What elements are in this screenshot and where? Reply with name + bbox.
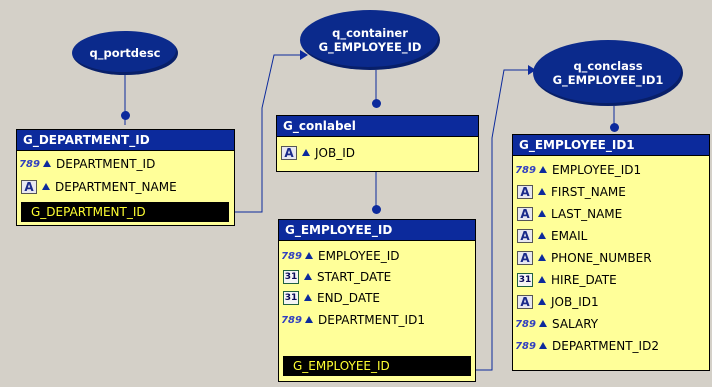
column-label: SALARY [552,317,599,331]
summary-column[interactable]: G_DEPARTMENT_ID [21,202,229,222]
group-conlabel-title: G_conlabel [277,116,478,137]
sort-ascending-icon [305,251,313,259]
numeric-icon: 789 [515,340,536,352]
column-label: DEPARTMENT_ID2 [552,339,659,353]
column-label: EMPLOYEE_ID1 [552,163,642,177]
character-icon: A [517,251,533,265]
column-row[interactable]: 789 DEPARTMENT_ID2 [515,337,659,355]
sort-ascending-icon [304,272,312,280]
column-row[interactable]: 789 EMPLOYEE_ID [281,247,400,265]
column-row[interactable]: A PHONE_NUMBER [517,249,652,267]
link-arrowhead-icon [528,65,536,75]
numeric-icon: 789 [515,318,536,330]
column-row[interactable]: 31 START_DATE [283,268,391,286]
group-department-title: G_DEPARTMENT_ID [17,130,234,151]
column-label: FIRST_NAME [551,185,626,199]
sort-ascending-icon [538,275,546,283]
date-icon: 31 [283,270,299,284]
group-employee1-title: G_EMPLOYEE_ID1 [513,135,709,156]
date-icon: 31 [283,291,299,305]
sort-ascending-icon [538,297,546,305]
numeric-icon: 789 [19,158,40,170]
connector-pin [372,99,381,108]
group-department[interactable]: G_DEPARTMENT_ID 789 DEPARTMENT_ID A DEPA… [16,129,235,226]
character-icon: A [517,185,533,199]
column-row[interactable]: 31 END_DATE [283,289,380,307]
column-label: JOB_ID1 [551,295,599,309]
date-icon: 31 [517,273,533,287]
column-row[interactable]: 789 EMPLOYEE_ID1 [515,161,642,179]
column-row[interactable]: A FIRST_NAME [517,183,626,201]
group-employee-title: G_EMPLOYEE_ID [279,220,475,241]
query-conclass-name: q_conclass [573,59,643,73]
connector-pin [372,205,381,214]
column-label: LAST_NAME [551,207,623,221]
sort-ascending-icon [538,209,546,217]
group-conlabel[interactable]: G_conlabel A JOB_ID [276,115,479,172]
link-arrowhead-icon [300,50,308,60]
column-row[interactable]: 789 DEPARTMENT_ID1 [281,311,425,329]
column-row[interactable]: 31 HIRE_DATE [517,271,617,289]
column-row[interactable]: A EMAIL [517,227,587,245]
sort-ascending-icon [539,319,547,327]
column-row[interactable]: 789 DEPARTMENT_ID [19,155,156,173]
summary-column[interactable]: G_EMPLOYEE_ID [283,356,471,376]
query-container[interactable]: q_container G_EMPLOYEE_ID [300,10,440,70]
column-row[interactable]: A JOB_ID [281,144,355,162]
column-label: EMPLOYEE_ID [318,249,400,263]
numeric-icon: 789 [281,314,302,326]
connector-pin [610,123,619,132]
sort-ascending-icon [304,293,312,301]
sort-ascending-icon [42,182,50,190]
column-label: HIRE_DATE [551,273,617,287]
sort-ascending-icon [539,165,547,173]
character-icon: A [21,180,37,194]
column-label: DEPARTMENT_NAME [55,180,177,194]
column-row[interactable]: A JOB_ID1 [517,293,599,311]
link-department-container [232,54,300,213]
numeric-icon: 789 [515,164,536,176]
column-label: PHONE_NUMBER [551,251,652,265]
column-label: EMAIL [551,229,588,243]
column-row[interactable]: A LAST_NAME [517,205,622,223]
character-icon: A [517,207,533,221]
character-icon: A [517,295,533,309]
sort-ascending-icon [538,187,546,195]
column-label: END_DATE [317,291,381,305]
numeric-icon: 789 [281,250,302,262]
group-employee1[interactable]: G_EMPLOYEE_ID1 789 EMPLOYEE_ID1 A FIRST_… [512,134,710,371]
connector-pin [121,111,130,120]
link-employee-conclass [475,69,528,371]
column-label: DEPARTMENT_ID1 [318,313,425,327]
character-icon: A [281,146,297,160]
query-container-name: q_container [332,26,408,40]
sort-ascending-icon [538,253,546,261]
query-conclass-group: G_EMPLOYEE_ID1 [552,73,664,87]
group-employee[interactable]: G_EMPLOYEE_ID 789 EMPLOYEE_ID 31 START_D… [278,219,476,382]
query-conclass[interactable]: q_conclass G_EMPLOYEE_ID1 [533,40,683,106]
column-row[interactable]: A DEPARTMENT_NAME [21,178,177,196]
query-portdesc-label: q_portdesc [89,46,161,60]
query-container-group: G_EMPLOYEE_ID [318,40,422,54]
query-portdesc[interactable]: q_portdesc [72,31,178,75]
sort-ascending-icon [305,315,313,323]
sort-ascending-icon [538,231,546,239]
column-label: START_DATE [317,270,392,284]
sort-ascending-icon [302,148,310,156]
character-icon: A [517,229,533,243]
column-label: DEPARTMENT_ID [56,157,156,171]
column-row[interactable]: 789 SALARY [515,315,599,333]
sort-ascending-icon [539,341,547,349]
sort-ascending-icon [43,159,51,167]
column-label: JOB_ID [315,146,355,160]
